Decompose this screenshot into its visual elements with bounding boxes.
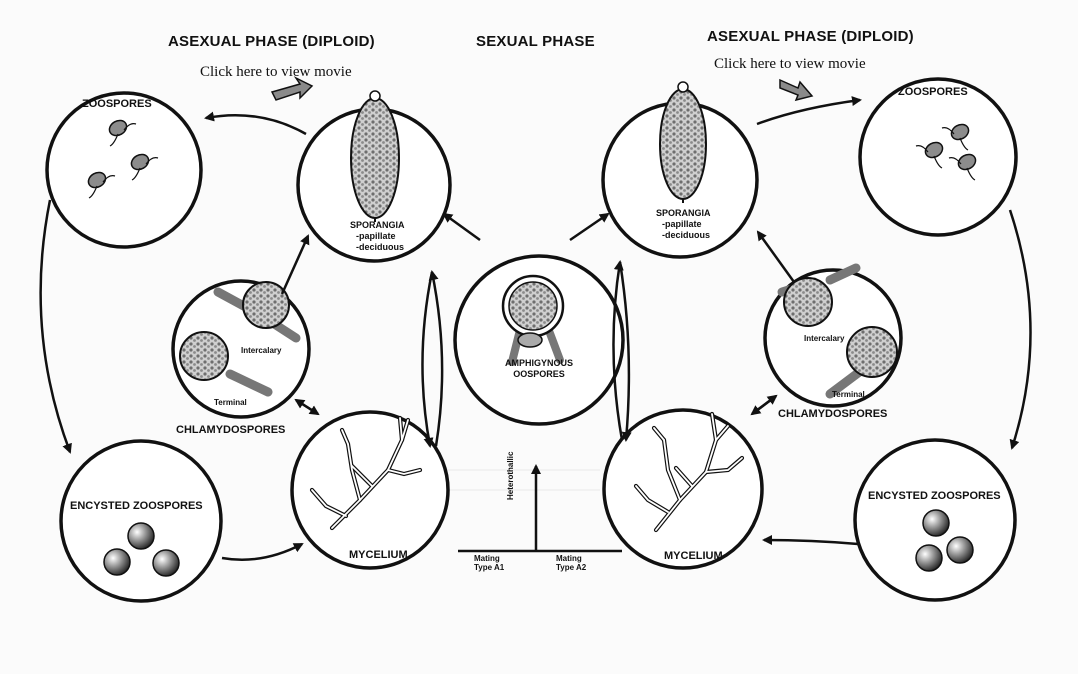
mycelium-left-label: MYCELIUM (349, 549, 408, 561)
phase-title-sexual: SEXUAL PHASE (476, 33, 595, 50)
terminal-left-label: Terminal (214, 398, 247, 407)
sporangium-right (660, 82, 706, 203)
view-movie-link-left[interactable]: Click here to view movie (200, 64, 352, 81)
zoospores-right-label: ZOOSPORES (898, 86, 968, 98)
sporangia-right-trait-2: -deciduous (656, 230, 711, 241)
sporangia-right-label: SPORANGIA -papillate -deciduous (656, 208, 711, 241)
zoospores-right-circle (860, 79, 1016, 235)
intercalary-right-label: Intercalary (804, 334, 844, 343)
heterothallic-label: Heterothallic (506, 452, 515, 500)
mating-a2-line-2: Type A2 (556, 563, 586, 572)
encysted-zoospores-left-circle (61, 441, 221, 601)
zoospores-left-label: ZOOSPORES (82, 98, 152, 110)
chlamydospores-left-label: CHLAMYDOSPORES (176, 424, 285, 436)
mating-a1-line-2: Type A1 (474, 563, 504, 572)
intercalary-left-label: Intercalary (241, 346, 281, 355)
sporangia-left-trait-2: -deciduous (350, 242, 405, 253)
sporangia-left-title: SPORANGIA (350, 220, 405, 231)
encysted-zoospores-right-label: ENCYSTED ZOOSPORES (868, 490, 1001, 502)
phase-title-asexual-right: ASEXUAL PHASE (DIPLOID) (707, 28, 914, 45)
mating-type-a1-label: Mating Type A1 (474, 554, 504, 572)
sporangia-left-trait-1: -papillate (350, 231, 405, 242)
view-movie-link-right[interactable]: Click here to view movie (714, 56, 866, 73)
oospores-line-2: OOSPORES (489, 369, 589, 380)
sporangia-right-trait-1: -papillate (656, 219, 711, 230)
sporangia-left-label: SPORANGIA -papillate -deciduous (350, 220, 405, 253)
encysted-zoospores-left-label: ENCYSTED ZOOSPORES (70, 500, 203, 512)
movie-pointer-arrow-left[interactable] (272, 78, 312, 100)
mating-a1-line-1: Mating (474, 554, 504, 563)
oospores-label: AMPHIGYNOUS OOSPORES (489, 358, 589, 380)
mating-a2-line-1: Mating (556, 554, 586, 563)
movie-pointer-arrow-right[interactable] (780, 80, 812, 100)
sporangia-right-title: SPORANGIA (656, 208, 711, 219)
terminal-right-label: Terminal (832, 390, 865, 399)
oospores-line-1: AMPHIGYNOUS (489, 358, 589, 369)
mating-type-a2-label: Mating Type A2 (556, 554, 586, 572)
phase-title-asexual-left: ASEXUAL PHASE (DIPLOID) (168, 33, 375, 50)
mating-line (458, 466, 622, 551)
chlamydospores-right-label: CHLAMYDOSPORES (778, 408, 887, 420)
mycelium-right-label: MYCELIUM (664, 550, 723, 562)
zoospores-left-circle (47, 93, 201, 247)
